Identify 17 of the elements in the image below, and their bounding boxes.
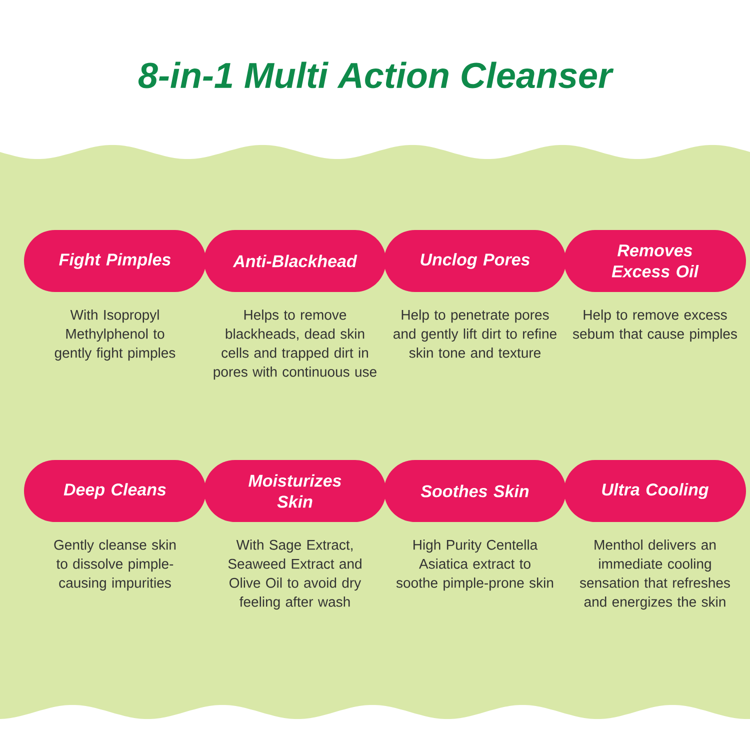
description-text: Gently cleanse skin to dissolve pimple-causing impurities xyxy=(54,540,176,591)
feature-pill: Anti-Blackhead xyxy=(204,230,386,292)
description-text: With Isopropyl Methylphenol to gently fight pimples xyxy=(54,310,176,361)
description-text: Help to remove excess sebum that cause pimples xyxy=(572,310,737,342)
feature-pill: Unclog Pores xyxy=(384,230,566,292)
description-text: Helps to remove blackheads, dead skin cells and trapped dirt in pores with continuous use xyxy=(214,310,376,380)
feature-pill: Ultra Cooling xyxy=(564,460,746,522)
feature-pill: Removes Excess Oil xyxy=(564,230,746,292)
description-text: Menthol delivers an immediate cooling sensation that refreshes and energizes the skin xyxy=(580,540,730,610)
feature-pill: Soothes Skin xyxy=(384,460,566,522)
title: 8-in-1 Multi Action Cleanser xyxy=(138,62,614,88)
description-text: Help to penetrate pores and gently lift dirt to refine skin tone and texture xyxy=(394,310,556,358)
feature-pill: Moisturizes Skin xyxy=(204,460,386,522)
description-text: With Sage Extract, Seaweed Extract and Olive Oil to avoid dry feeling after wash xyxy=(228,540,362,610)
description-text: High Purity Centella Asiatica extract to soothe pimple-prone skin xyxy=(396,540,554,591)
feature-pill: Deep Cleans xyxy=(24,460,206,522)
feature-pill: Fight Pimples xyxy=(24,230,206,292)
